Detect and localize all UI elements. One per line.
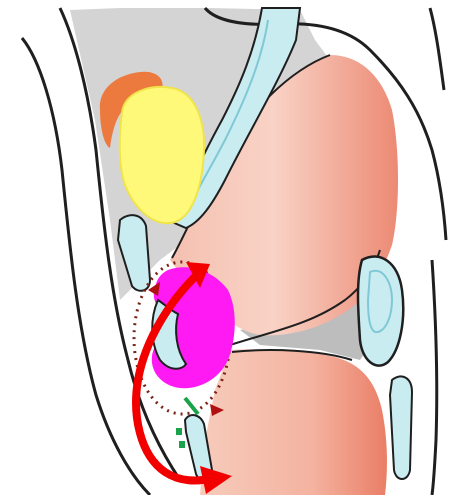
lower-tissue: [200, 349, 387, 495]
tendon-right-bar: [390, 376, 412, 479]
green-dot-2: [179, 441, 185, 448]
green-dot-1: [176, 428, 182, 435]
